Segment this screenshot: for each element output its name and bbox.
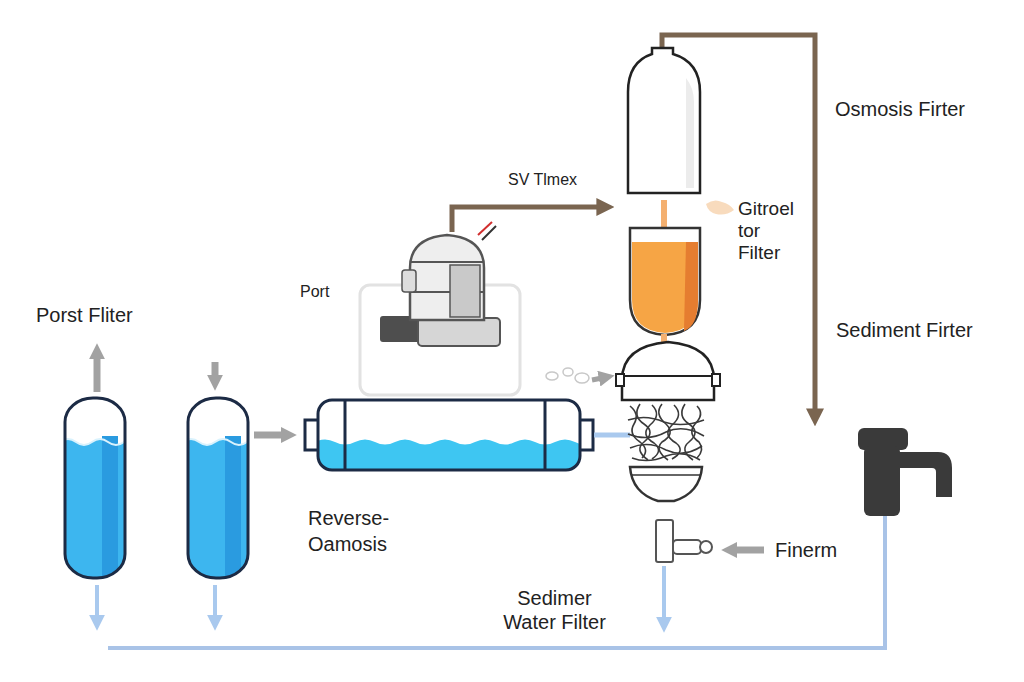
- valve-part: [673, 540, 701, 554]
- blue-arrow: [95, 585, 99, 618]
- filter-housing-part: [622, 375, 714, 377]
- valve: [630, 467, 712, 562]
- filter-housing-part: [712, 374, 720, 386]
- sediment-mesh-part: [632, 454, 700, 461]
- label: Osmosis Firter: [835, 97, 965, 121]
- grey-arrow: [254, 432, 284, 439]
- label: Gitroel tor Filter: [738, 198, 800, 264]
- valve-part: [700, 541, 712, 553]
- droplets-part: [575, 373, 589, 383]
- tank: [183, 398, 263, 590]
- label: Reverse-Oamosis: [308, 505, 418, 557]
- pump-part: [410, 261, 484, 263]
- tank-part: [188, 398, 248, 578]
- ro-tank: [305, 400, 595, 475]
- tank-part: [188, 436, 248, 578]
- tank-part-part: [225, 436, 241, 578]
- label: Port: [300, 282, 329, 301]
- label: SV Tlmex: [508, 170, 577, 189]
- ro-tank-part: [318, 400, 580, 470]
- blue-arrow: [213, 585, 217, 618]
- pump: [360, 222, 520, 395]
- sediment-mesh-part: [637, 404, 650, 460]
- pump-part: [402, 270, 416, 292]
- tank-part-part: [65, 439, 125, 445]
- faucet: [858, 428, 952, 516]
- tank: [60, 398, 140, 590]
- valve-part: [656, 520, 673, 562]
- filter-bottle-part: [628, 48, 700, 193]
- tank-part: [65, 398, 125, 578]
- tank-part-part: [102, 436, 118, 578]
- sediment-mesh-part: [630, 406, 646, 458]
- pump-part: [418, 318, 500, 346]
- valve-part: [630, 467, 702, 501]
- filter-bottle: [628, 48, 700, 193]
- filter-cartridge: [630, 228, 700, 335]
- ro-tank-part-part: [318, 440, 580, 471]
- sediment-mesh: [628, 404, 704, 461]
- filter-housing: [616, 342, 720, 400]
- orange-flow: [661, 200, 667, 228]
- label: Sedimer Water Filter: [497, 586, 612, 634]
- sediment-mesh-part: [628, 429, 704, 438]
- label: Porst Fliter: [36, 303, 133, 327]
- filter-cartridge-part: [630, 228, 700, 335]
- pump-part: [410, 235, 484, 320]
- valve-part: [632, 474, 700, 476]
- orange-splash: [706, 200, 734, 214]
- droplets-part: [546, 372, 558, 380]
- droplets: [546, 368, 602, 383]
- brown-arrow: [452, 207, 600, 232]
- filter-cartridge-part: [632, 242, 698, 333]
- filter-cartridge-part: [684, 242, 698, 331]
- grey-arrow: [212, 362, 219, 378]
- faucet-part: [896, 452, 952, 497]
- filter-housing-part: [616, 374, 624, 386]
- sediment-mesh-part: [630, 444, 702, 453]
- label: Finerm: [775, 538, 837, 562]
- droplets-part: [563, 368, 573, 376]
- pump-part: [450, 265, 480, 317]
- tank-part: [65, 436, 125, 578]
- water-pipe: [594, 433, 630, 438]
- grey-arrow: [734, 547, 764, 554]
- ro-tank-part: [544, 400, 547, 470]
- blue-arrow: [662, 566, 666, 620]
- tank-part-part: [188, 439, 248, 445]
- filter-bottle-part: [686, 78, 694, 188]
- label: Sediment Firter: [836, 318, 973, 342]
- sediment-mesh-part: [646, 405, 659, 459]
- grey-arrow: [94, 356, 101, 392]
- pump-part: [482, 226, 496, 240]
- droplets-part: [592, 378, 602, 380]
- filter-housing-part: [622, 342, 714, 400]
- faucet-part: [864, 446, 900, 516]
- ro-tank-part: [344, 400, 347, 470]
- ro-tank-part: [318, 440, 580, 471]
- sediment-mesh-part: [628, 417, 704, 424]
